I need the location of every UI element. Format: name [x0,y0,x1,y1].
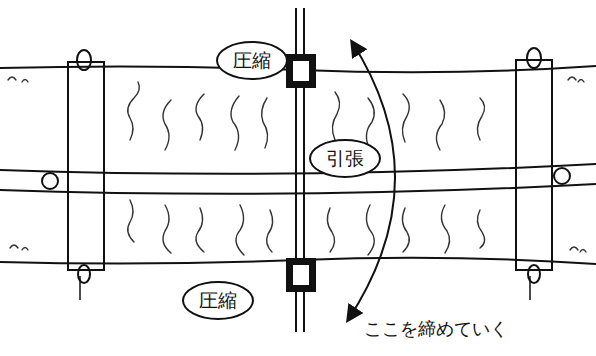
circled-note: 圧縮 [216,41,288,80]
tightening-arrow [348,42,395,320]
circled-note: 引張 [309,139,381,178]
band-strap [68,48,552,300]
note-text: 圧縮 [199,289,237,312]
circled-note: 圧縮 [182,281,254,320]
log-outline [0,66,596,264]
note-text: 圧縮 [233,49,271,72]
clamp-rod [286,8,316,332]
instruction-note: ここを締めていく [362,318,510,340]
note-text: 引張 [326,147,364,170]
